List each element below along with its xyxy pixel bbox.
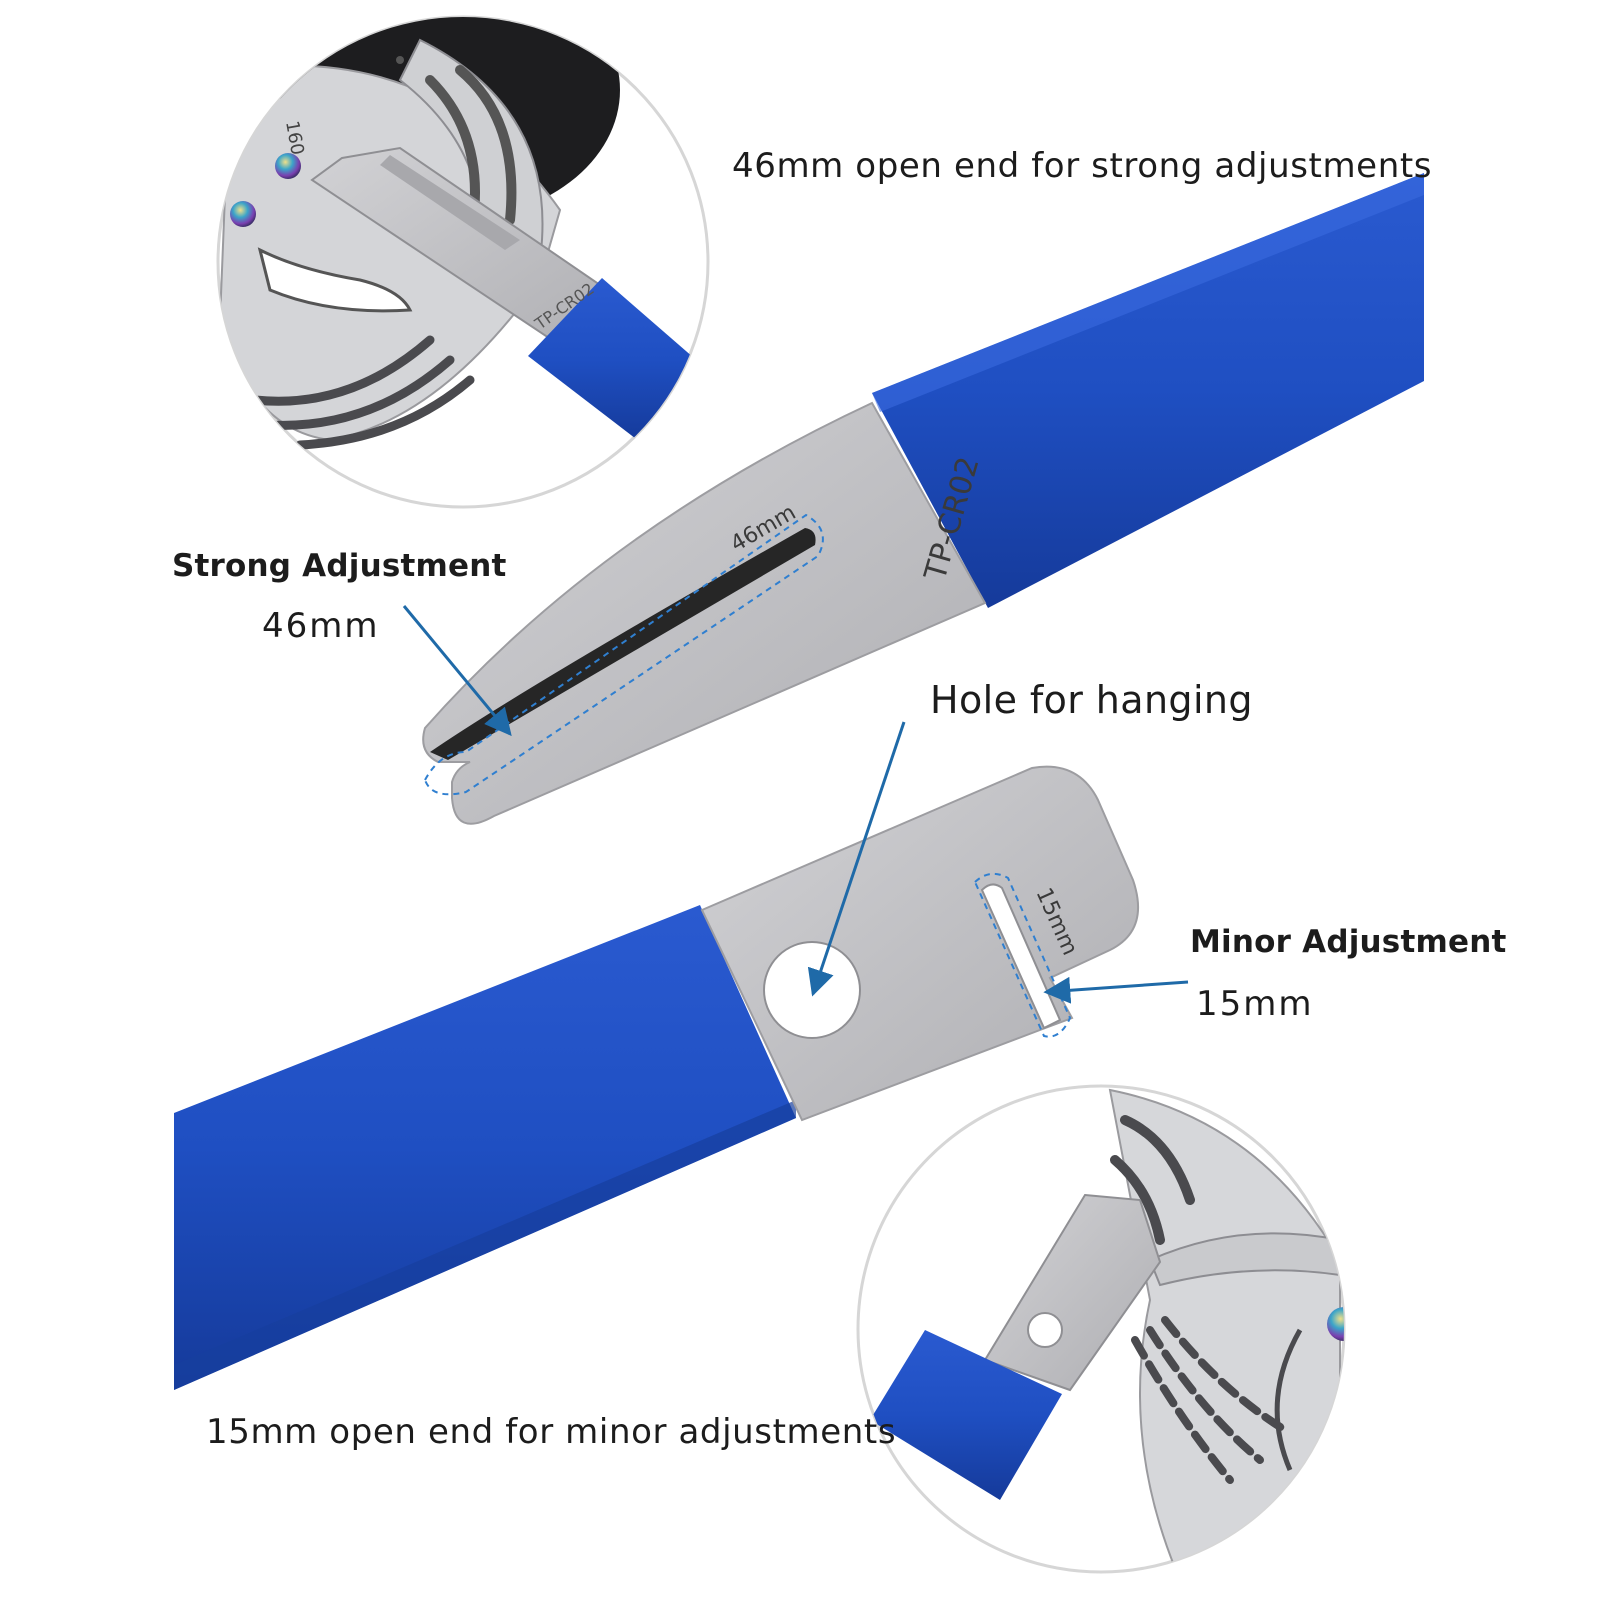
callout-lines [402, 605, 1189, 1004]
upper-steel-blade [422, 401, 987, 825]
lower-handle-grip [174, 905, 796, 1390]
strong-adjustment-title: Strong Adjustment [172, 548, 507, 584]
bottom-caption: 15mm open end for minor adjustments [206, 1412, 897, 1452]
strong-adjustment-arrow [402, 605, 512, 737]
upper-handle-grip [872, 173, 1424, 608]
lower-tool: 15mm [174, 765, 1140, 1390]
hanging-hole-arrow [807, 721, 906, 997]
hanging-hole-label: Hole for hanging [930, 678, 1253, 722]
minor-adjustment-arrow [1043, 976, 1189, 1004]
top-detail-inset: 160 TP-CR02 [216, 15, 710, 509]
hanging-hole [763, 941, 861, 1039]
minor-adjustment-title: Minor Adjustment [1190, 924, 1507, 960]
upper-tool: TP-CR02 46mm [422, 173, 1424, 825]
top-caption: 46mm open end for strong adjustments [732, 146, 1433, 186]
strong-adjustment-size: 46mm [262, 606, 380, 646]
bottom-detail-inset [856, 1084, 1346, 1574]
slot-46mm [430, 528, 816, 760]
minor-adjustment-size: 15mm [1196, 984, 1314, 1024]
